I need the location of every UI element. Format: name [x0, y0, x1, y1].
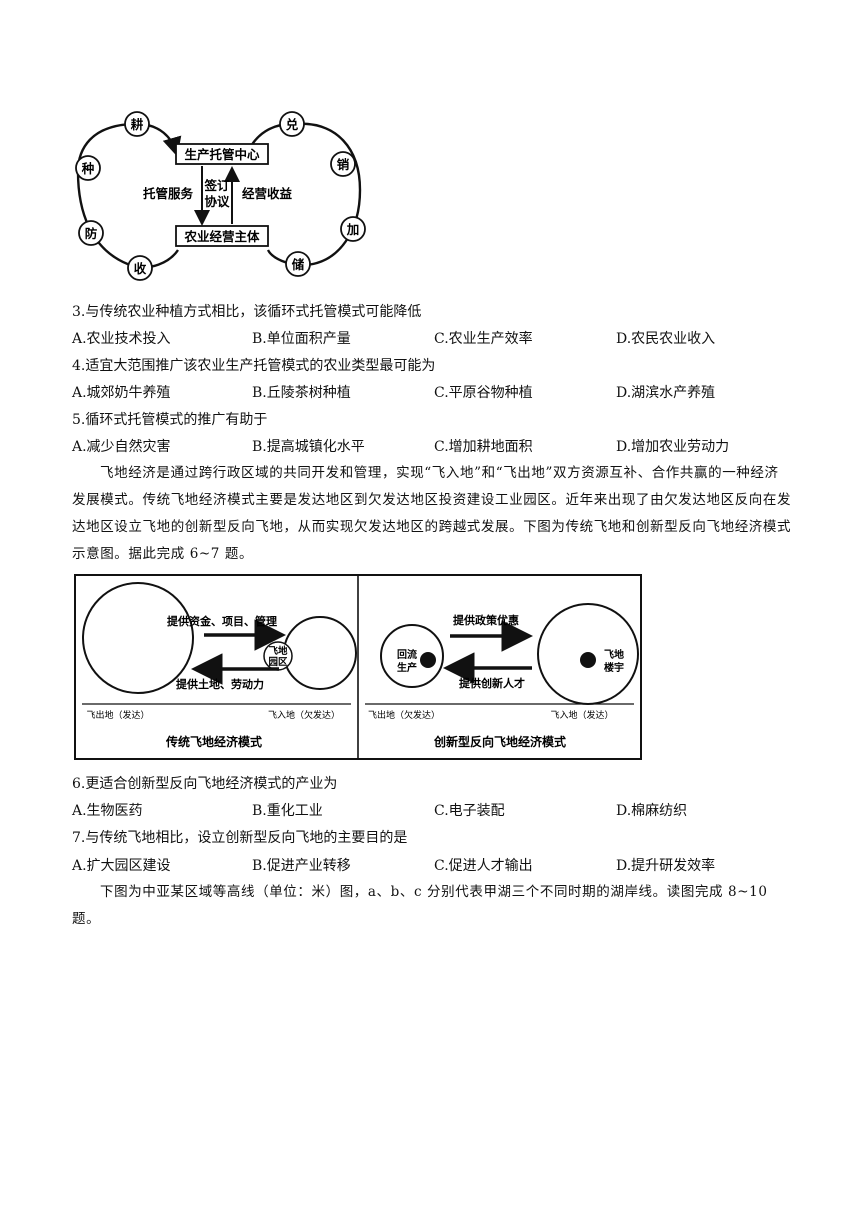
agri-cycle-diagram: 生产托管中心 农业经营主体 托管服务 签订 协议 经营收益 耕 种 防 收 兑 …	[75, 111, 366, 281]
svg-text:兑: 兑	[286, 117, 299, 132]
svg-text:收: 收	[134, 261, 147, 276]
q6-option-c[interactable]: C.电子装配	[434, 803, 505, 819]
trad-place-right: 飞入地（欠发达）	[268, 709, 340, 721]
svg-text:储: 储	[291, 257, 305, 272]
q5-option-d[interactable]: D.增加农业劳动力	[616, 439, 730, 455]
q3-option-d[interactable]: D.农民农业收入	[616, 331, 716, 347]
q7-option-d[interactable]: D.提升研发效率	[616, 858, 716, 874]
trad-model-caption: 传统飞地经济模式	[165, 734, 262, 749]
origin-developed-circle	[82, 582, 194, 694]
destination-undeveloped-circle	[283, 616, 357, 690]
production-center-box	[175, 143, 269, 165]
node-harvest: 收	[127, 255, 153, 281]
node-store: 储	[285, 251, 311, 277]
production-center-label: 生产托管中心	[184, 147, 260, 162]
svg-text:加: 加	[346, 222, 360, 237]
q3-stem: 3.与传统农业种植方式相比，该循环式托管模式可能降低	[72, 304, 422, 320]
q4-option-a[interactable]: A.城郊奶牛养殖	[72, 385, 171, 401]
trad-arrow-bottom-label: 提供土地、劳动力	[176, 677, 264, 691]
enclave-park-label-1: 飞地	[268, 645, 288, 657]
q6-option-d[interactable]: D.棉麻纺织	[616, 803, 688, 819]
innov-place-left: 飞出地（欠发达）	[368, 709, 440, 721]
q5-option-b[interactable]: B.提高城镇化水平	[252, 439, 365, 455]
q4-stem: 4.适宜大范围推广该农业生产托管模式的农业类型最可能为	[72, 358, 436, 374]
q6-option-b[interactable]: B.重化工业	[252, 803, 323, 819]
node-plant: 种	[75, 155, 101, 181]
enclave-building-label-2: 楼宇	[604, 661, 624, 674]
q3-option-a[interactable]: A.农业技术投入	[72, 331, 171, 347]
q7-option-a[interactable]: A.扩大园区建设	[72, 858, 171, 874]
node-exchange: 兑	[279, 111, 305, 137]
contour-passage: 下图为中亚某区域等高线（单位：米）图，a、b、c 分别代表甲湖三个不同时期的湖岸…	[72, 884, 768, 927]
return-production-label-1: 回流	[397, 648, 417, 661]
q7-stem: 7.与传统飞地相比，设立创新型反向飞地的主要目的是	[72, 830, 408, 846]
agri-operator-label: 农业经营主体	[183, 229, 260, 244]
q3-option-c[interactable]: C.农业生产效率	[434, 331, 533, 347]
svg-text:防: 防	[85, 226, 98, 241]
node-plough: 耕	[124, 111, 150, 137]
svg-text:种: 种	[81, 161, 95, 176]
innov-arrow-bottom-label: 提供创新人才	[459, 676, 525, 690]
innov-model-caption: 创新型反向飞地经济模式	[433, 734, 566, 749]
node-prevent: 防	[78, 220, 104, 246]
innov-arrow-top-label: 提供政策优惠	[453, 613, 519, 627]
q5-option-a[interactable]: A.减少自然灾害	[72, 439, 171, 455]
node-sell: 销	[330, 151, 356, 177]
q4-option-b[interactable]: B.丘陵茶树种植	[252, 385, 351, 401]
sign-label-1: 签订	[203, 178, 230, 193]
trad-arrow-top-label: 提供资金、项目、管理	[167, 614, 277, 628]
trust-service-label: 托管服务	[143, 186, 194, 201]
innov-place-right: 飞入地（发达）	[550, 709, 613, 721]
sign-label-2: 协议	[204, 194, 230, 209]
return-production-label-2: 生产	[397, 661, 417, 674]
q7-option-c[interactable]: C.促进人才输出	[434, 858, 533, 874]
enclave-building-dot	[580, 652, 596, 668]
svg-text:耕: 耕	[131, 117, 144, 132]
q7-option-b[interactable]: B.促进产业转移	[252, 858, 351, 874]
q5-stem: 5.循环式托管模式的推广有助于	[72, 412, 268, 428]
q4-option-c[interactable]: C.平原谷物种植	[434, 385, 533, 401]
node-process: 加	[340, 216, 366, 242]
enclave-passage: 飞地经济是通过跨行政区域的共同开发和管理，实现“飞入地”和“飞出地”双方资源互补…	[72, 465, 792, 562]
return-production-dot	[420, 652, 436, 668]
q6-option-a[interactable]: A.生物医药	[72, 803, 143, 819]
enclave-park-label-2: 园区	[268, 657, 288, 668]
svg-text:销: 销	[337, 157, 350, 172]
agri-operator-box	[175, 225, 269, 247]
q4-option-d[interactable]: D.湖滨水产养殖	[616, 385, 716, 401]
trad-place-left: 飞出地（发达）	[86, 709, 149, 721]
enclave-model-diagram: 飞地 园区 提供资金、项目、管理 提供土地、劳动力 飞出地（发达） 飞入地（欠发…	[74, 574, 642, 760]
enclave-building-label-1: 飞地	[604, 648, 624, 661]
q3-option-b[interactable]: B.单位面积产量	[252, 331, 351, 347]
income-label: 经营收益	[242, 186, 293, 201]
q5-option-c[interactable]: C.增加耕地面积	[434, 439, 533, 455]
q6-stem: 6.更适合创新型反向飞地经济模式的产业为	[72, 776, 338, 792]
